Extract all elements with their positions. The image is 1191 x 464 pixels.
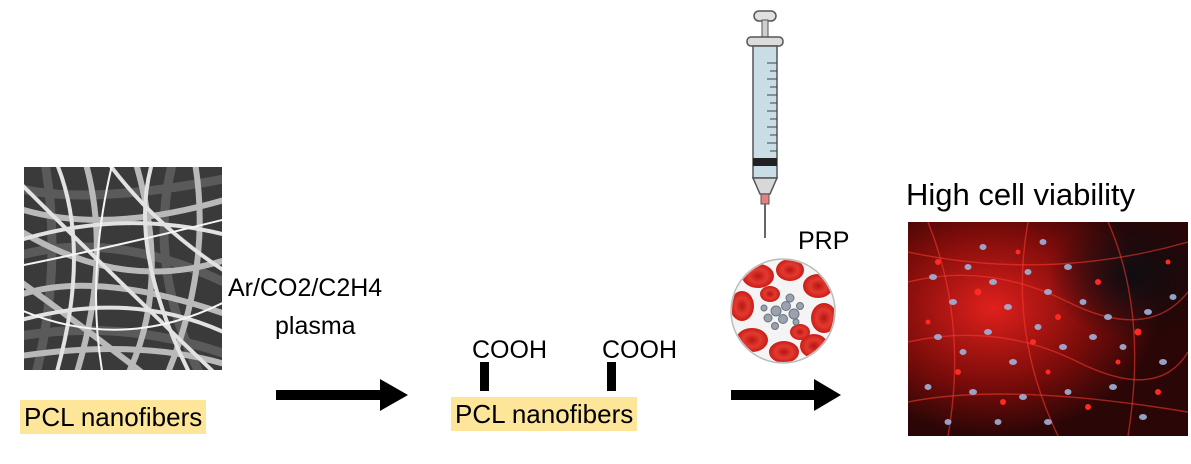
sem-nanofiber-image <box>24 167 222 370</box>
process-arrow-2 <box>731 379 841 411</box>
syringe-icon <box>746 10 784 238</box>
start-label: PCL nanofibers <box>20 400 207 434</box>
prp-label: PRP <box>798 227 850 255</box>
bond-line-1 <box>480 362 489 391</box>
process-arrow-1 <box>276 379 408 411</box>
middle-label: PCL nanofibers <box>451 397 638 431</box>
cooh-group-1: COOH <box>472 336 547 364</box>
bond-line-2 <box>607 362 616 391</box>
blood-cells-icon <box>730 258 836 364</box>
result-label: High cell viability <box>906 177 1136 212</box>
cooh-group-2: COOH <box>602 336 677 364</box>
gas-mixture-label: Ar/CO2/C2H4 <box>228 274 383 302</box>
fluorescence-image <box>908 222 1188 436</box>
plasma-label: plasma <box>275 312 356 340</box>
